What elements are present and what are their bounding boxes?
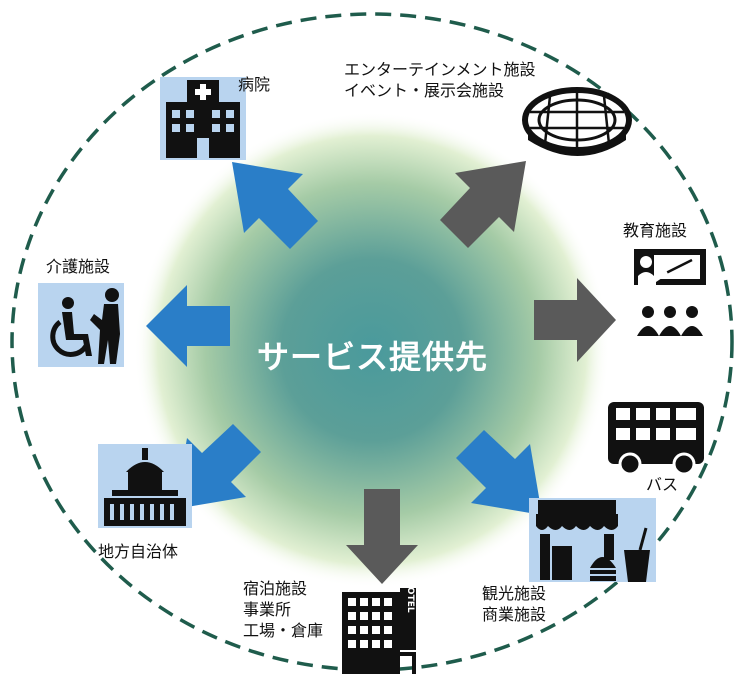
label-line: 介護施設 [46,257,111,276]
label-line: 商業施設 [482,605,547,624]
label-line: 事業所 [243,600,292,619]
bus-icon [608,402,704,476]
label-line: バス [646,475,679,494]
label-line: 観光施設 [482,584,547,603]
label-education: 教育施設 [623,220,687,241]
shop-icon [529,498,656,582]
arrow-to-hospital [232,162,318,249]
hospital-icon [160,77,246,160]
center-title: サービス提供先 [256,338,488,376]
label-line: 教育施設 [623,221,688,240]
svg-text:HOTEL: HOTEL [405,579,415,612]
arrow-to-care [146,285,230,367]
label-commercial: 観光施設 商業施設 [482,583,546,625]
arrow-to-education [534,278,616,362]
label-line: 宿泊施設 [243,579,308,598]
label-bus: バス [646,474,678,495]
label-line: 病院 [238,75,271,94]
label-line: 工場・倉庫 [243,621,324,640]
arrow-to-entertainment [440,161,526,248]
arrow-to-commercial [456,430,542,515]
label-hospital: 病院 [238,74,270,95]
label-line: 地方自治体 [98,542,179,561]
classroom-icon [634,249,706,336]
label-care: 介護施設 [46,256,110,277]
label-line: エンターテインメント施設 [344,60,536,79]
arrow-to-government [175,424,261,509]
arrow-to-lodging [346,489,418,584]
label-entertainment: エンターテインメント施設 イベント・展示会施設 [344,59,536,101]
wheelchair-icon [38,283,124,367]
label-lodging: 宿泊施設 事業所 工場・倉庫 [243,578,323,641]
hotel-icon: HOTEL [342,579,416,674]
stadium-icon [522,87,632,156]
government-building-icon [98,444,192,528]
label-line: イベント・展示会施設 [344,81,505,100]
label-government: 地方自治体 [98,541,178,562]
